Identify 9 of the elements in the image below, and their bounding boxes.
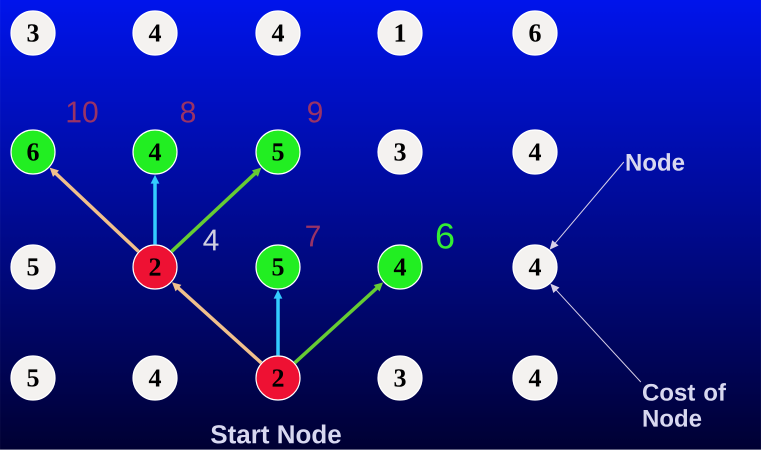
- cost-label: 8: [180, 101, 196, 123]
- cost-label: 4: [203, 230, 218, 250]
- caption-text: Start Node: [211, 424, 341, 444]
- cost-label: 10: [68, 101, 98, 123]
- label-text: Node: [626, 153, 684, 171]
- label-text: Cost of Node: [642, 383, 726, 427]
- cost-label: 6: [436, 223, 454, 249]
- cost-label: 7: [306, 226, 320, 246]
- cost-label: 9: [308, 101, 322, 123]
